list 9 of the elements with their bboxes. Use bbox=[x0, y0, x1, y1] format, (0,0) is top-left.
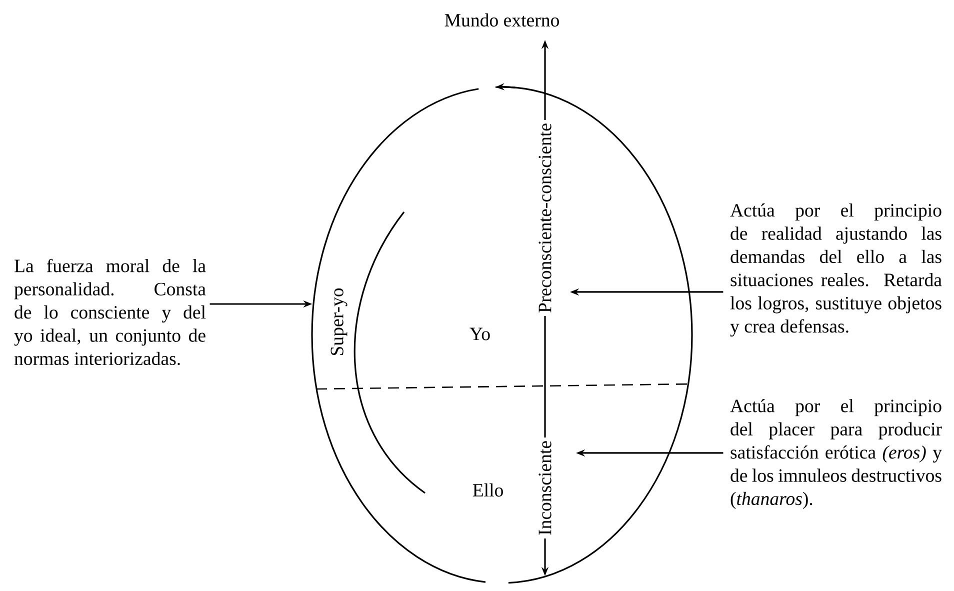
region-label: Super-yo bbox=[328, 284, 350, 360]
region-label: Ello bbox=[469, 480, 507, 500]
description-text: La fuerza moral de la personalidad. Consta de lo consciente y del yo ideal, un conjunto de normas interiorizadas. bbox=[14, 258, 206, 366]
description-text: Actúa por el principio de realidad ajustando las demandas del ello a las situaciones reales. Retarda los logros, sustituye objetos y crea defensas. bbox=[730, 203, 942, 337]
region-label: Inconsciente bbox=[536, 437, 554, 538]
region-label: Yo bbox=[466, 324, 494, 344]
description-text: Actúa por el principio del placer para producir satisfacción erótica (eros) y de los imnuleos destructivos (thanaros). bbox=[730, 399, 942, 509]
region-label: Preconsciente-consciente bbox=[536, 120, 554, 316]
region-label: Mundo externo bbox=[441, 10, 563, 30]
